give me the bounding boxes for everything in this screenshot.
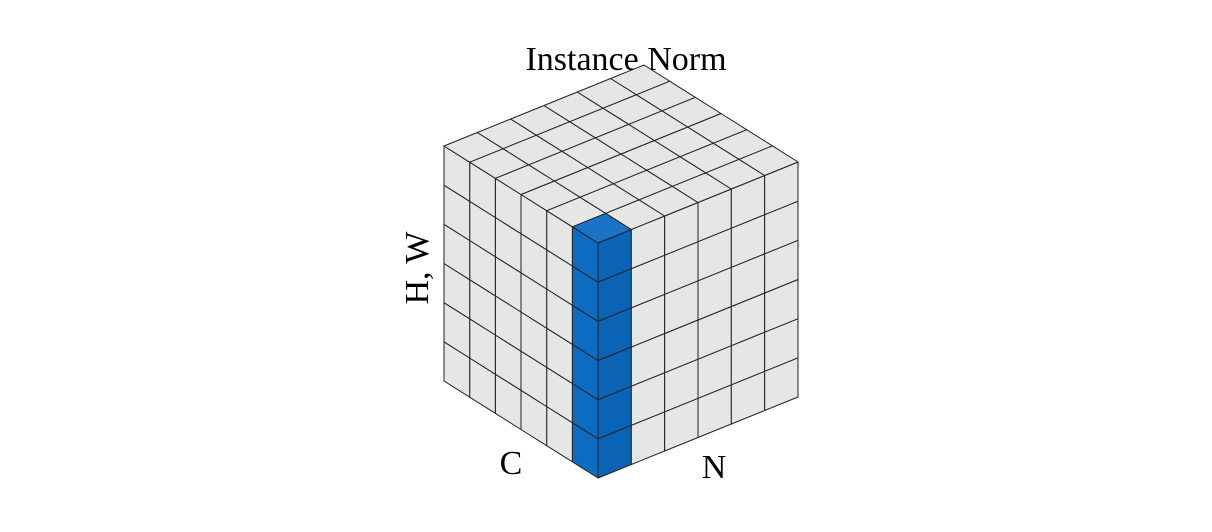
axis-label-hw: H, W (399, 231, 436, 305)
tensor-cube (443, 64, 799, 479)
cube-cell-top (610, 64, 671, 96)
axis-label-c: C (500, 445, 523, 482)
axis-label-n: N (702, 449, 727, 486)
